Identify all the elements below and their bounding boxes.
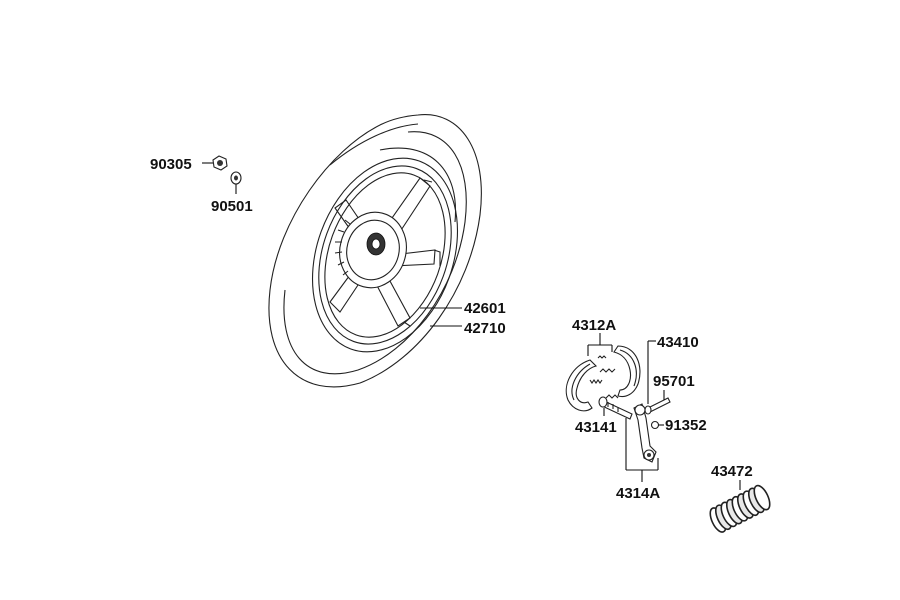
part-labels: 90305 90501 42601 42710 4312A 43410 9570…: [150, 156, 753, 502]
brake-arm-43410: [633, 403, 657, 463]
wheel-assembly: [268, 114, 482, 388]
label-4312A: 4312A: [572, 317, 616, 334]
brake-shoes-4312A: [565, 345, 641, 412]
spring-43472: [709, 484, 771, 533]
label-42601: 42601: [464, 300, 506, 317]
washer-90501: [230, 171, 242, 185]
label-42710: 42710: [464, 320, 506, 337]
label-43472: 43472: [711, 463, 753, 480]
label-4314A: 4314A: [616, 485, 660, 502]
leader-lines: [202, 162, 741, 490]
bolt-95701: [644, 397, 671, 415]
hub: [334, 211, 407, 289]
spring-coil: [753, 484, 771, 511]
label-95701: 95701: [653, 373, 695, 390]
nut-90305: [212, 155, 228, 171]
nut-91352: [650, 420, 660, 430]
label-90501: 90501: [211, 198, 253, 215]
label-91352: 91352: [665, 417, 707, 434]
label-43410: 43410: [657, 334, 699, 351]
label-90305: 90305: [150, 156, 192, 173]
cam-shaft-43141: [598, 396, 633, 420]
label-43141: 43141: [575, 419, 617, 436]
